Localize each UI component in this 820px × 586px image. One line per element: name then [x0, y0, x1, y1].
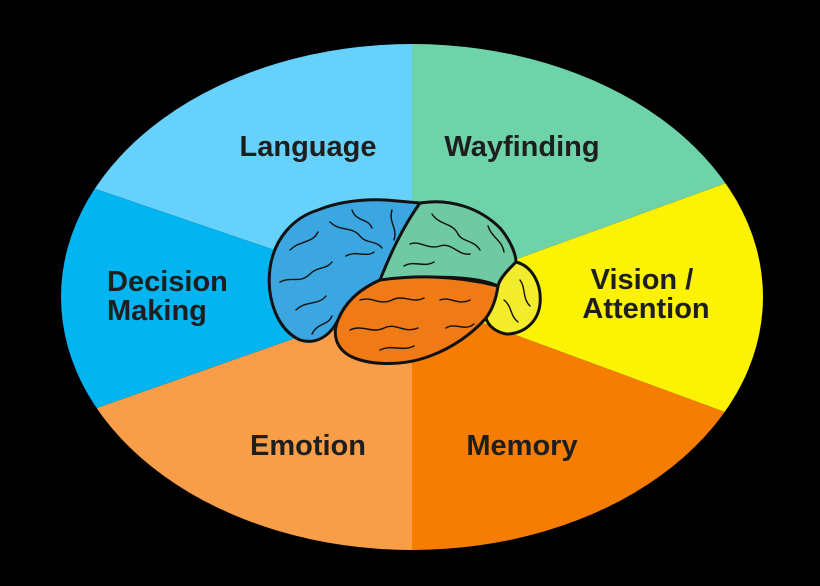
brain-folds: [279, 209, 531, 351]
label-decision-making: Decision Making: [107, 266, 236, 327]
label-vision-attention: Vision / Attention: [582, 264, 709, 325]
segment-decision-making: [61, 170, 412, 428]
segment-vision-attention: [412, 160, 763, 436]
label-wayfinding: Wayfinding: [444, 131, 599, 163]
label-memory: Memory: [466, 430, 577, 462]
label-language: Language: [240, 131, 377, 163]
brain-temporal-lobe: [333, 275, 500, 365]
label-emotion: Emotion: [250, 430, 366, 462]
brain-icon: [267, 198, 542, 365]
brain-occipital-lobe: [484, 260, 542, 336]
